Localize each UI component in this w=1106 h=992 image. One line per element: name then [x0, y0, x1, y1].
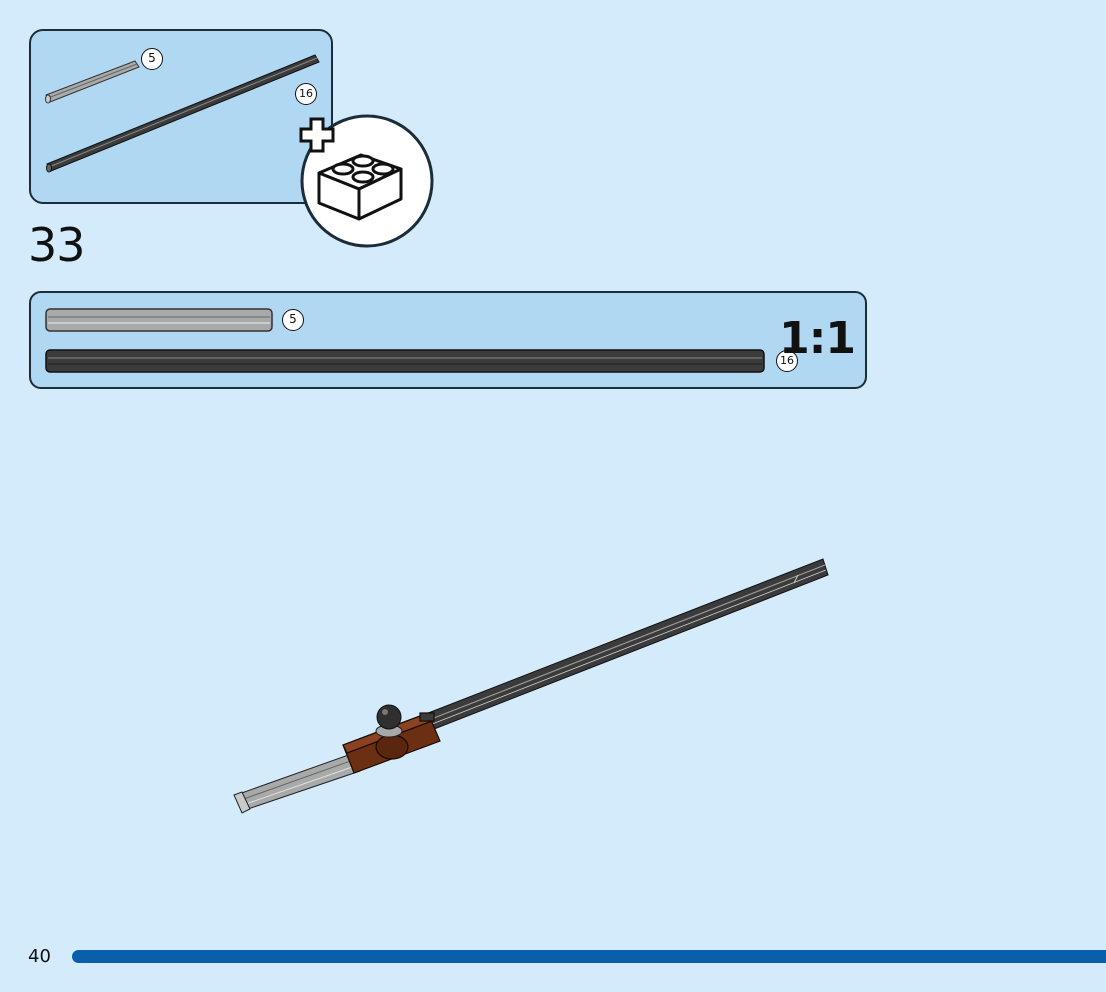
- add-brick-icon: [299, 114, 434, 248]
- parts-box: 5 16: [29, 29, 333, 204]
- scale-axles: [45, 308, 765, 373]
- scale-check-box: 5 16 1:1: [29, 291, 867, 389]
- parts-illustration: [45, 54, 320, 173]
- page-progress-bar: [72, 950, 1106, 963]
- light-gray-axle-model: [233, 752, 361, 814]
- quantity-badge: 16: [295, 83, 317, 105]
- assembled-model-illustration: [233, 558, 829, 814]
- black-axle-model: [417, 558, 829, 734]
- page-number: 40: [28, 946, 51, 967]
- length-badge: 16: [776, 350, 798, 372]
- length-badge: 5: [282, 309, 304, 331]
- black-axle-actual-size: [45, 349, 765, 373]
- quantity-badge: 5: [141, 48, 163, 70]
- step-number: 33: [28, 218, 86, 272]
- ball-joint: [375, 704, 403, 738]
- light-gray-axle-part: [45, 60, 140, 104]
- black-axle-part: [46, 54, 320, 173]
- light-gray-axle-actual-size: [45, 308, 273, 332]
- scale-label: 1:1: [779, 313, 856, 364]
